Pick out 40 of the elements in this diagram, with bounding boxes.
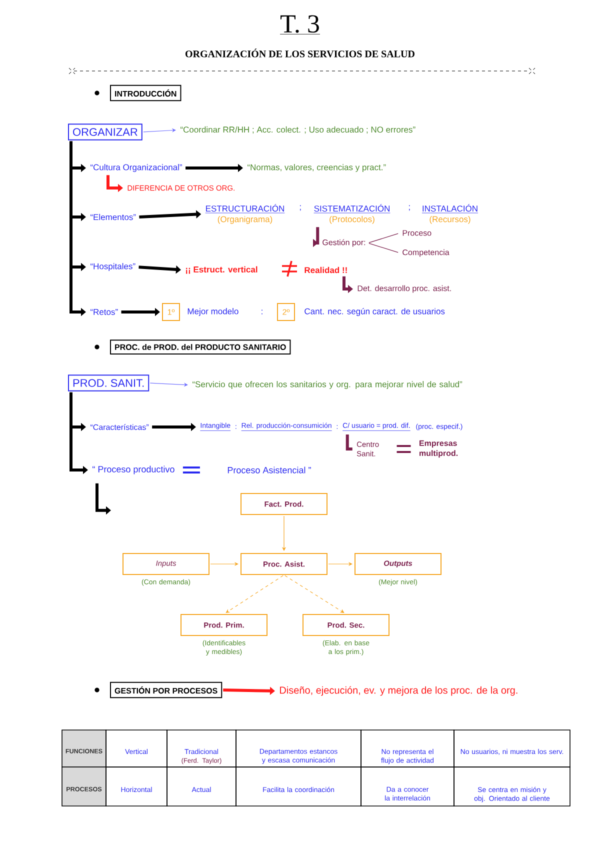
separator-text: ; [408,205,410,211]
statement-text: Diseño, ejecución, ev. y mejora de los proc. de la org. [280,686,518,696]
branch-label: “Hospitales” [90,263,136,271]
order-box: 1º [162,303,180,321]
connector-line [346,434,352,450]
statement-text: ¡¡ Estruct. vertical [186,266,258,274]
branch-label: “Retos” [90,309,118,315]
title: T. 3 [280,15,320,34]
branch-label: “Elementos” [90,214,136,220]
item-text: Mejor modelo [188,308,238,316]
connector-line [368,233,398,243]
quote-text: “Servicio que ofrecen los sanitarios y org. para mejorar nivel de salud” [192,381,462,389]
quote-text: “Normas, valores, creencias y pract.” [248,164,386,172]
note-text: Det. desarrollo proc. asist. [358,285,451,293]
quote-text: “Coordinar RR/HH ; Acc. colect. ; Uso adecuado ; NO errores” [180,126,416,134]
element-text: INSTALACIÓN (Recursos) [422,204,478,224]
branch-label: “Cultura Organizacional” [90,164,182,172]
heading-box: ORGANIZAR [68,124,142,140]
order-box: 2º [277,303,295,321]
section-box: PROC. de PROD. del PRODUCTO SANITARIO [110,340,291,354]
section-box: GESTIÓN POR PROCESOS [110,682,222,698]
separator-text: ; [300,205,301,211]
item-text: Cant. nec. según caract. de usuarios [304,308,445,316]
note-text: Proceso [402,230,432,236]
note-text: Competencia [402,249,450,257]
subtitle: ORGANIZACIÓN DE LOS SERVICIOS DE SALUD [186,48,414,58]
section-box: INTRODUCCIÓN [110,84,182,102]
note-text: Gestión por: [322,239,366,247]
branch-label: “Características” [90,424,149,430]
note-text: Empresas multiprod. [420,440,458,458]
heading-box: PROD. SANIT. [68,374,150,392]
statement-text: Realidad !! [304,266,347,274]
arrow [226,575,284,613]
branch-label: “ Proceso productivo [92,466,174,474]
element-text: ESTRUCTURACIÓN (Organigrama) [205,204,285,224]
arrow [143,128,176,132]
element-text: SISTEMATIZACIÓN (Protocolos) [314,204,390,224]
arrow [284,575,344,613]
branch-label: Proceso Asistencial ” [228,466,311,474]
connector-line [368,243,398,253]
